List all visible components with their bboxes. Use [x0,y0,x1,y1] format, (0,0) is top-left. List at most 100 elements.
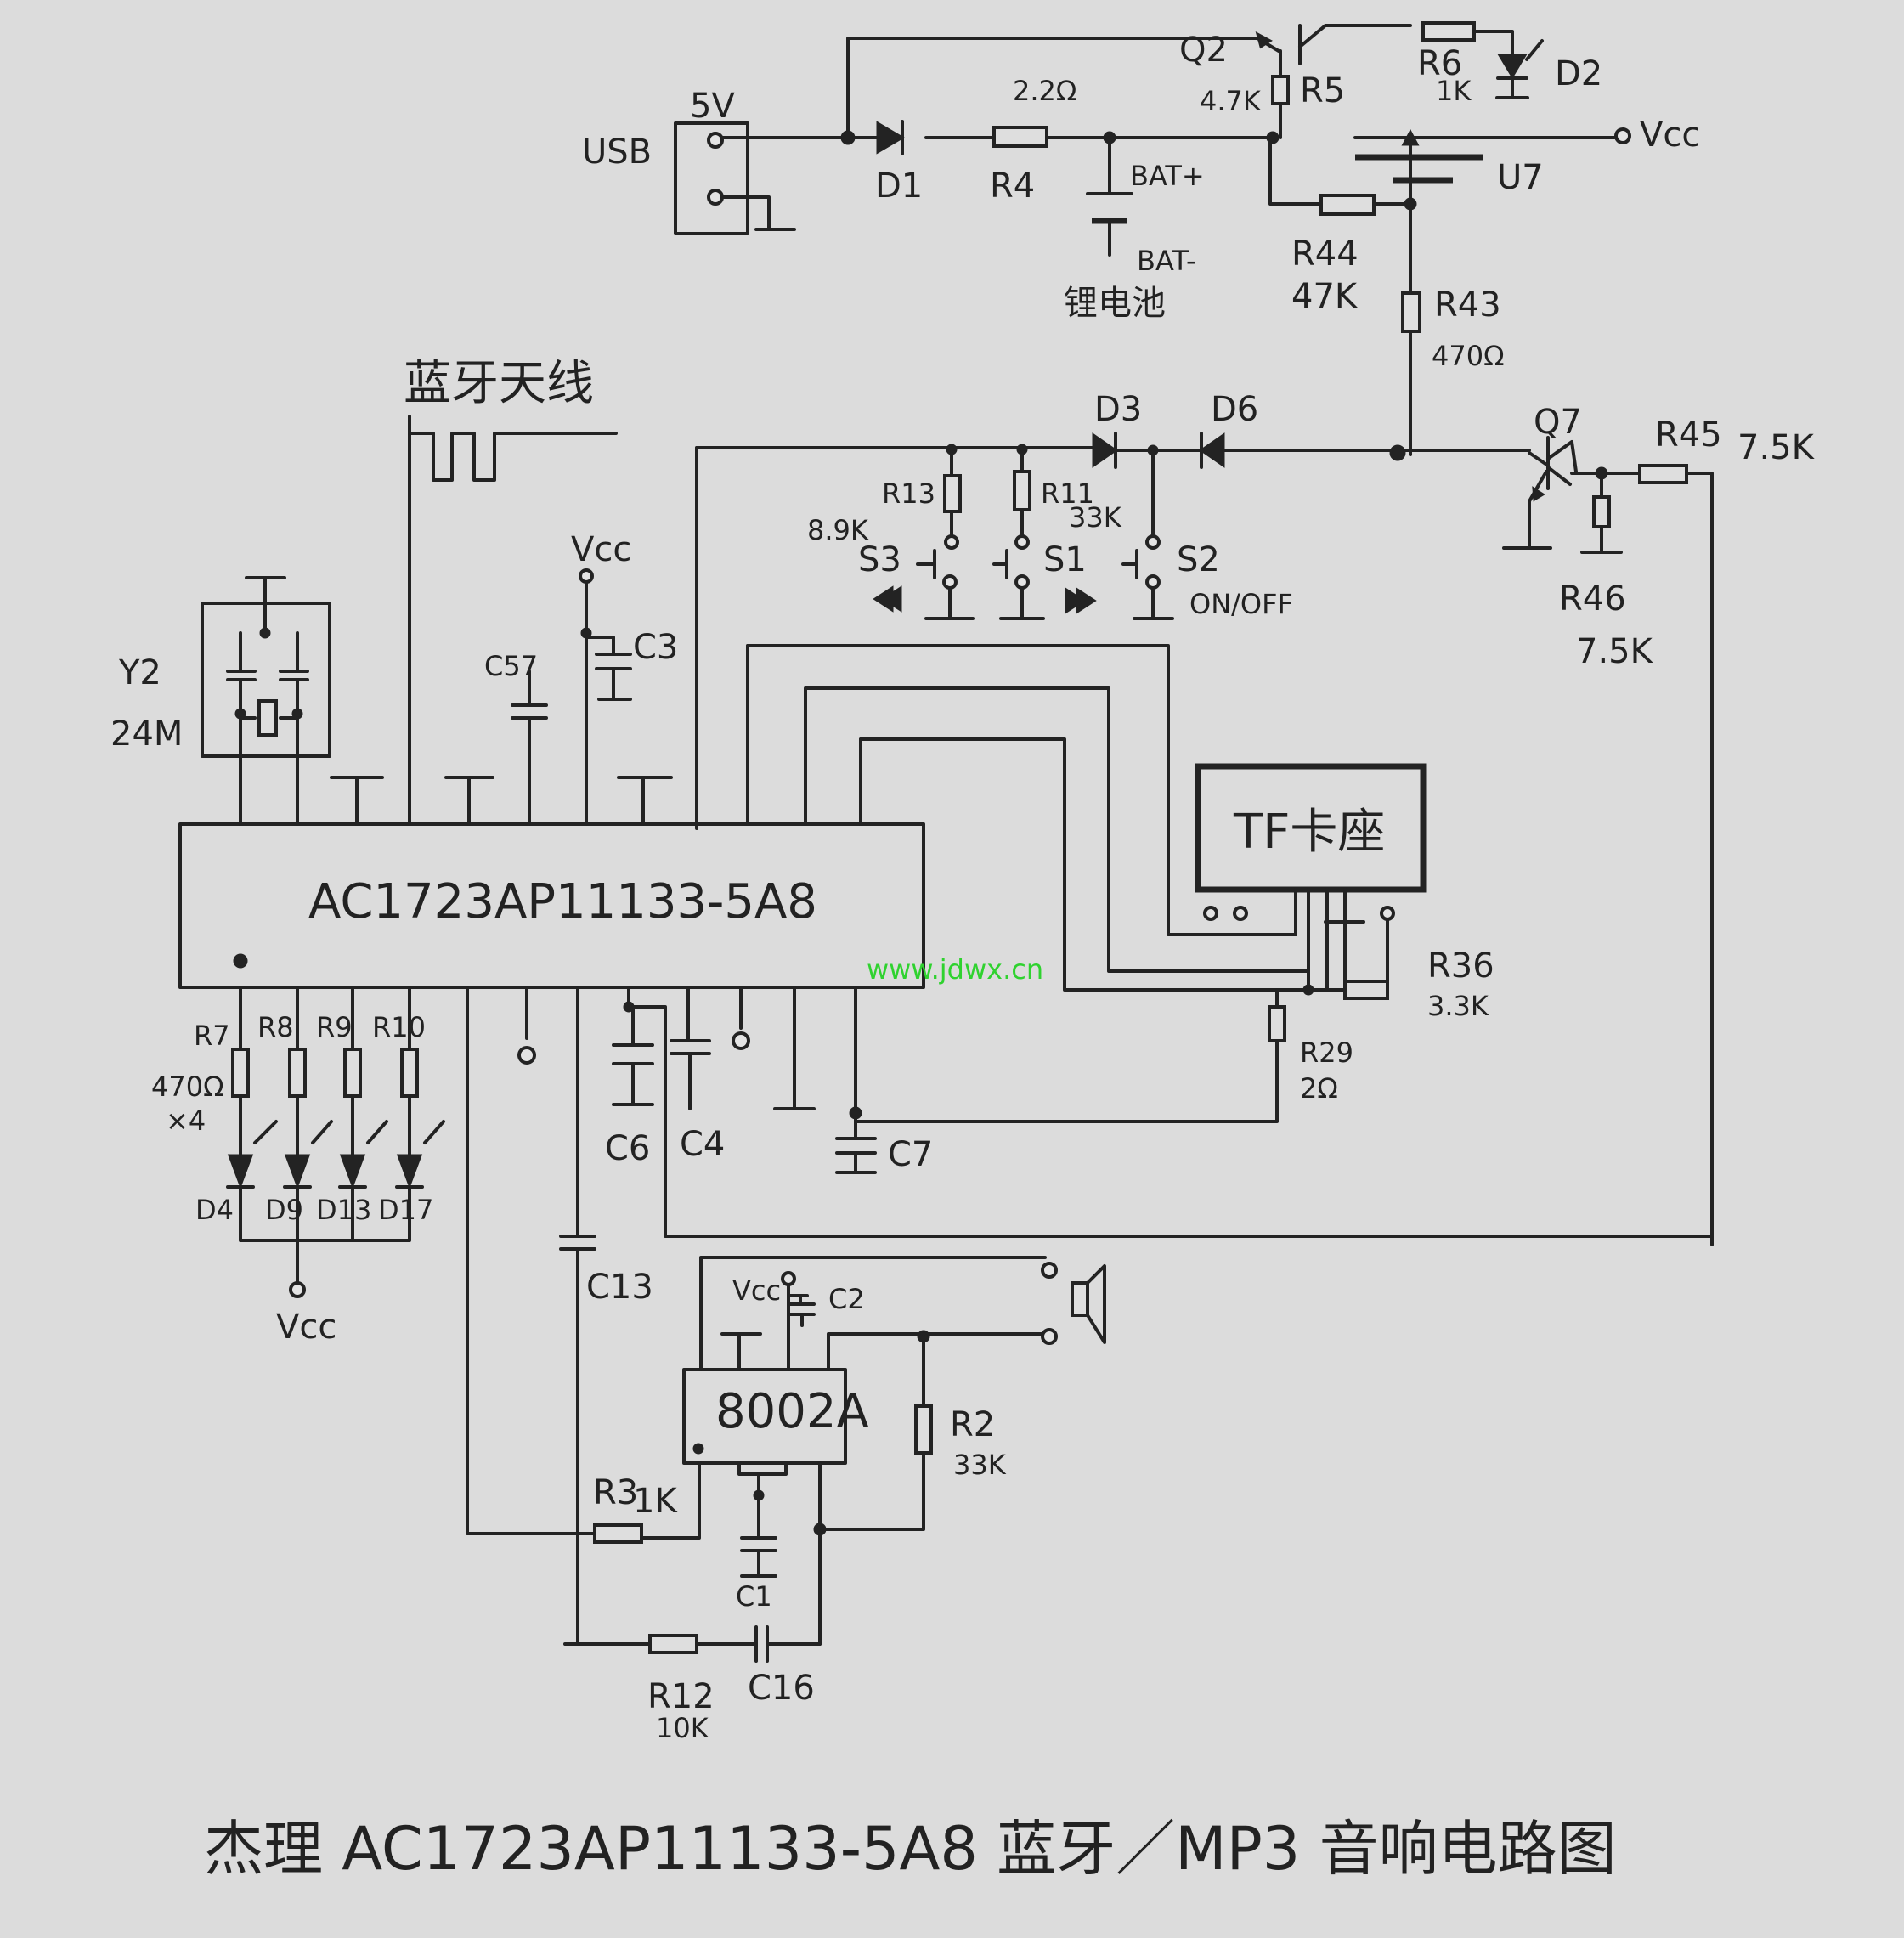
vcc-label: Vcc [1640,116,1700,155]
s1-label: S1 [1043,540,1087,579]
vcc-amp-label: Vcc [732,1274,781,1307]
s2-label: S2 [1177,540,1220,579]
ic-pin-open1-terminal [517,1046,536,1065]
tf-bus-2 [804,686,1310,973]
r45-value: 7.5K [1737,428,1816,467]
c6-capacitor [612,1005,654,1106]
r36-value: 3.3K [1427,990,1489,1022]
ic-ground-pin [773,986,816,1110]
watermark: www.jdwx.cn [867,953,1043,986]
tf-bus-3 [859,737,1347,992]
y2-ground [239,576,299,673]
c57-capacitor [511,670,548,777]
vcc-terminal [1614,127,1631,144]
d9-label: D9 [265,1194,303,1226]
r46-label: R46 [1559,579,1626,619]
y2-crystal [257,699,278,737]
amp-output-2 [827,1332,1047,1371]
r12-label: R12 [647,1677,715,1716]
c3-capacitor [585,636,632,701]
r5-value: 4.7K [1200,85,1262,117]
r45-wire [1685,472,1714,1246]
r10-resistor [400,1048,419,1098]
r43-value: 470Ω [1432,340,1505,372]
d3-diode [1092,432,1118,468]
d13-label: D13 [316,1194,371,1226]
d13-led [339,1154,366,1189]
tf-slot-body [1195,763,1427,893]
d9-led [284,1154,311,1189]
bat-minus-label: BAT- [1137,245,1196,277]
speaker-terminal-2 [1041,1328,1058,1345]
ic-line-out [466,986,596,1535]
amp-pin1-dot [692,1443,704,1455]
d1-label: D1 [875,167,923,206]
d4-led [227,1154,254,1189]
r2-resistor [914,1404,933,1455]
c6-label: C6 [605,1129,650,1168]
5v-label: 5V [690,87,735,126]
s1-switch [992,549,1045,620]
junction-q7 [1389,444,1406,461]
r6-value: 1K [1436,75,1472,107]
tf-pin-2 [1233,906,1248,921]
main-ic-section [178,415,1714,1646]
tf-pin-3 [1380,906,1395,921]
r4-resistor [992,126,1048,148]
antenna-trace [408,432,618,482]
d2-led [1497,54,1528,79]
vcc-top-label: Vcc [571,530,631,569]
next-icon [1065,587,1097,614]
usb-pin-gnd [707,189,724,206]
d2-ground [1495,76,1529,99]
y2-label: Y2 [118,653,161,692]
c7-capacitor [835,1120,877,1174]
ic-adc-line [627,986,1714,1238]
c2-label: C2 [828,1283,865,1315]
speaker-cone [1086,1264,1106,1344]
speaker-magnet [1071,1281,1089,1317]
usb-connector [674,121,749,235]
r44-value: 47K [1291,277,1359,316]
power-section [674,21,1631,456]
r4-value: 2.2Ω [1013,75,1076,107]
d4-label: D4 [195,1194,234,1226]
u7-arrow [1401,128,1420,146]
y2-value: 24M [110,715,183,754]
d6-label: D6 [1211,390,1258,429]
r12-value: 10K [656,1712,709,1744]
amp-ic-label: 8002A [715,1384,869,1439]
c1-capacitor [740,1472,777,1578]
amp-input-pin [619,1461,701,1540]
c16-capacitor [754,1625,769,1663]
bat-plus-label: BAT+ [1130,160,1205,192]
amp-section [563,1256,1106,1663]
r12-resistor [648,1634,698,1654]
y2-pins [239,746,299,826]
usb-label: USB [582,133,652,172]
r2-wire [818,1335,925,1531]
main-ic-label: AC1723AP11133-5A8 [308,874,817,929]
q7-label: Q7 [1534,403,1582,442]
r6-label: R6 [1417,44,1462,83]
r11-value: 33K [1069,501,1122,534]
r2-value: 33K [953,1449,1007,1481]
pin1-dot [233,953,248,969]
r29-value: 2Ω [1300,1072,1338,1105]
r13-value: 8.9K [807,514,869,546]
battery-plus [1086,136,1133,195]
r2-label: R2 [950,1405,995,1444]
c4-label: C4 [680,1125,725,1164]
r36-resistor [1343,980,1389,1000]
vcc-led-label: Vcc [276,1308,336,1347]
d2-label: D2 [1555,54,1602,93]
r3-resistor [593,1523,643,1544]
vcc-top-terminal [579,568,594,584]
d6-wire [1200,432,1531,469]
r11-label: R11 [1041,477,1094,510]
r43-resistor [1401,291,1421,333]
led-common-anode [239,1185,411,1285]
r3-value: 1K [633,1482,678,1521]
c7-label: C7 [888,1135,933,1174]
